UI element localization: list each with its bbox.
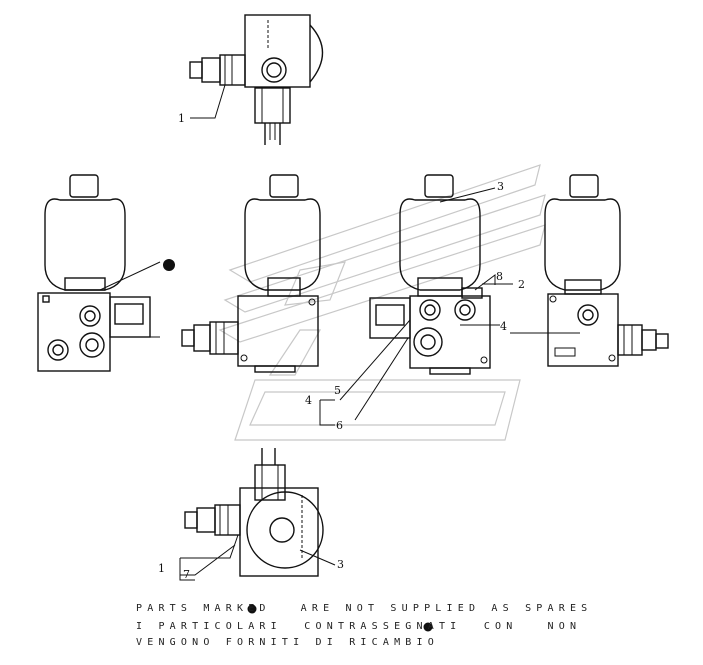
side-view-center-right	[319, 174, 513, 426]
callout-5: 5	[334, 384, 341, 397]
side-view-left	[37, 174, 161, 372]
note-line-2: I PARTICOLARI CONTRASSEGNATI CON NON	[136, 621, 581, 633]
note-line-1-a: PARTS MARKED	[136, 603, 271, 614]
callout-bottom-1: 1	[158, 562, 165, 575]
note-line-2-a: I PARTICOLARI CONTRASSEGNATI CON	[136, 621, 518, 632]
watermark-logo	[218, 164, 546, 441]
callout-bottom-7: 7	[183, 568, 190, 581]
callout-4b: 4	[305, 394, 312, 407]
side-view-center-left	[181, 174, 321, 373]
note-line-1-b: ARE NOT SUPPLIED AS SPARES	[300, 603, 593, 614]
callout-6: 6	[336, 419, 343, 432]
callout-bottom-3: 3	[337, 558, 344, 571]
side-view-right	[510, 174, 669, 367]
filled-circle-icon	[423, 622, 433, 632]
callout-2: 2	[518, 278, 525, 291]
note-line-2-b: NON	[547, 621, 582, 632]
note-line-3: VENGONO FORNITI DI RICAMBIO	[136, 637, 439, 648]
callout-8: 8	[496, 270, 503, 283]
callout-top-view: 1	[178, 112, 185, 125]
bottom-view-valve	[179, 448, 336, 581]
filled-circle-icon	[163, 259, 175, 271]
callout-accumulator: 3	[497, 180, 504, 193]
top-view-valve	[189, 14, 324, 145]
callout-4a: 4	[500, 320, 507, 333]
note-line-1: PARTS MARKED ARE NOT SUPPLIED AS SPARES	[136, 603, 592, 615]
filled-circle-icon	[247, 604, 257, 614]
